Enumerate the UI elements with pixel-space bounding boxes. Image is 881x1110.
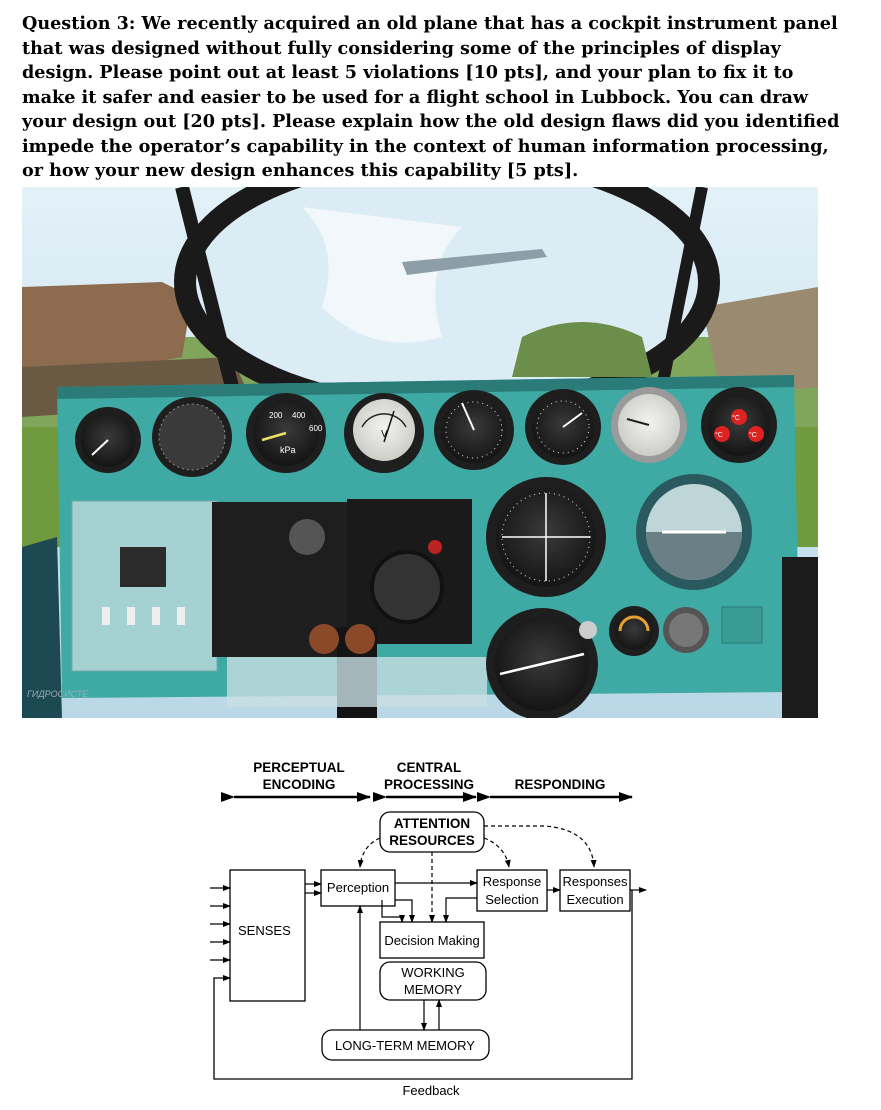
attention-line1: ATTENTION [394, 816, 470, 831]
stage-responding: RESPONDING [515, 777, 606, 792]
gauge-attitude-indicator [636, 474, 752, 590]
stage-perceptual-line1: PERCEPTUAL [253, 760, 345, 775]
canopy-glare [302, 207, 462, 343]
celsius-label-3: °C [749, 431, 757, 439]
canopy-strut-left [175, 187, 239, 389]
senses-to-perception-arrows [305, 881, 322, 896]
attention-dashed-arrows [357, 825, 597, 923]
perception-label: Perception [327, 880, 389, 895]
response-selection-box [476, 869, 548, 912]
trees [512, 322, 652, 377]
gauge-pressure-kpa: 200 400 600 kPa [246, 393, 326, 473]
hydro-label: ГИДРОСИСТЕ [27, 689, 89, 699]
stage-central-line2: PROCESSING [384, 777, 474, 792]
kpa-label-200: 200 [269, 411, 283, 420]
celsius-label-2: °C [715, 431, 723, 439]
gauge-white-dial [611, 387, 687, 463]
working-memory-line2: MEMORY [404, 982, 463, 997]
attention-line2: RESOURCES [389, 833, 475, 848]
response-selection-line2: Selection [485, 892, 538, 907]
senses-label: SENSES [238, 923, 291, 938]
small-plate [721, 606, 763, 644]
responses-execution-line2: Execution [566, 892, 623, 907]
gauge-airspeed [434, 390, 514, 470]
stick-button-right [345, 624, 375, 654]
gauge-1 [75, 407, 141, 473]
celsius-label-1: °C [732, 414, 740, 422]
gauge-heading-indicator [486, 477, 606, 597]
switch-row [102, 607, 185, 625]
center-gauge [370, 550, 444, 624]
feedback-loop [213, 890, 633, 1080]
process-flow-arrows [357, 880, 647, 1031]
kpa-unit-label: kPa [280, 445, 296, 455]
kpa-label-600: 600 [309, 424, 323, 433]
decision-making-label: Decision Making [384, 933, 479, 948]
cockpit-photo: 200 400 600 kPa V °C °C °C ГИДРОСИСТЕ [22, 187, 818, 718]
working-memory-box [379, 961, 487, 1001]
kpa-label-400: 400 [292, 411, 306, 420]
sensory-input-arrows [210, 885, 231, 963]
stage-central-line1: CENTRAL [397, 760, 462, 775]
feedback-label: Feedback [402, 1083, 460, 1098]
left-console [22, 537, 62, 718]
gauge-2 [152, 397, 232, 477]
information-processing-diagram: PERCEPTUAL ENCODING CENTRAL PROCESSING R… [210, 760, 647, 1098]
gauge-small-1 [609, 606, 659, 656]
panel-top-edge [57, 375, 794, 399]
responses-execution-line1: Responses [562, 874, 628, 889]
question-text: Question 3: We recently acquired an old … [22, 13, 840, 181]
stage-perceptual-line2: ENCODING [263, 777, 336, 792]
senses-box [229, 869, 306, 1002]
small-dial [289, 519, 325, 555]
long-term-memory-label: LONG-TERM MEMORY [335, 1038, 475, 1053]
right-aircraft [702, 287, 818, 397]
gauge-rpm [525, 389, 601, 465]
volt-unit-label: V [381, 429, 388, 440]
decision-making-box [379, 921, 485, 959]
stick-button-left [309, 624, 339, 654]
gauge-voltmeter: V [344, 393, 424, 473]
working-memory-line1: WORKING [401, 965, 465, 980]
red-knob [428, 540, 442, 554]
response-selection-line1: Response [483, 874, 542, 889]
gauge-small-2 [663, 607, 709, 653]
bottom-switch-cover [227, 657, 487, 707]
left-aircraft-wing [22, 282, 192, 387]
long-term-memory-box [321, 1029, 490, 1061]
distant-plane [402, 249, 547, 275]
gauge-lower-compass [486, 608, 598, 718]
right-console [782, 557, 818, 718]
left-switch-block [120, 547, 166, 587]
gauge-temperature: °C °C °C [701, 387, 777, 463]
canopy-strut-right [656, 187, 708, 389]
